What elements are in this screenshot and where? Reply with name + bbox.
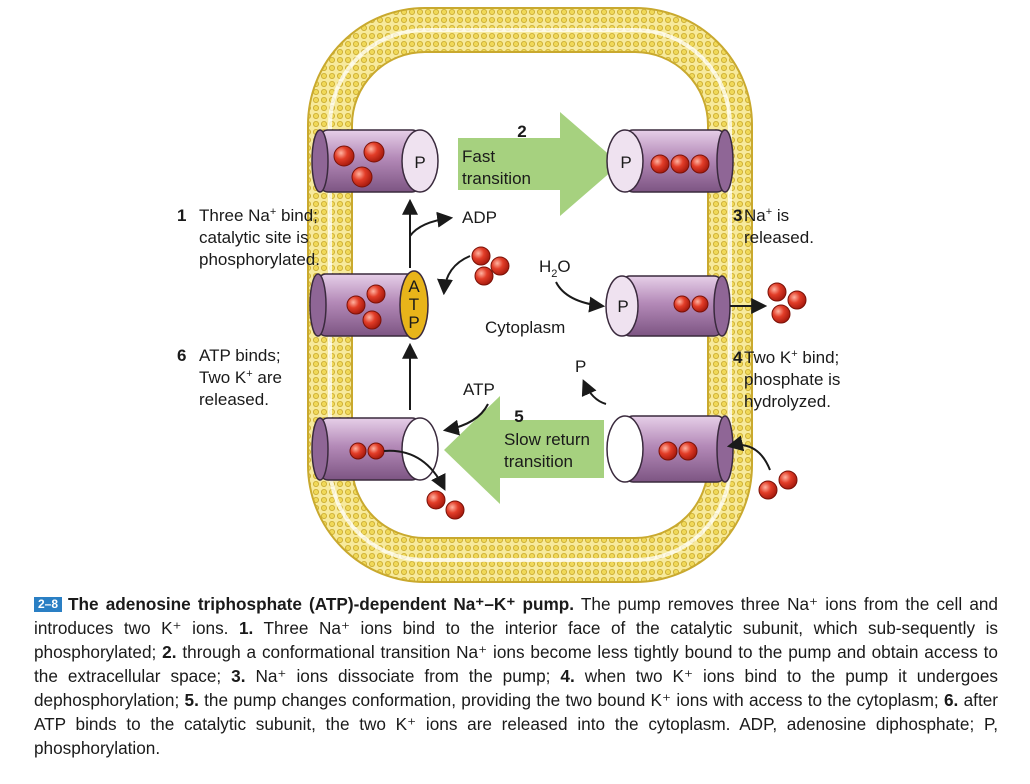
phosphate-site-label: P	[414, 153, 425, 172]
svg-text:6: 6	[177, 346, 186, 365]
pump-step5-left	[311, 417, 439, 481]
caption-step-num: 3.	[231, 666, 246, 686]
svg-text:hydrolyzed.: hydrolyzed.	[744, 392, 831, 411]
svg-text:5: 5	[514, 407, 523, 426]
slow-return-arrow	[444, 396, 604, 504]
atp-molecule	[399, 270, 429, 340]
pump-step3: P	[606, 129, 734, 193]
caption-title: The adenosine triphosphate (ATP)-depende…	[68, 594, 575, 614]
svg-text:1: 1	[177, 206, 186, 225]
svg-text:transition: transition	[462, 169, 531, 188]
svg-text:phosphate is: phosphate is	[744, 370, 840, 389]
svg-text:Slow return: Slow return	[504, 430, 590, 449]
step1-label: 1 Three Na+ bind; catalytic site is phos…	[177, 206, 320, 269]
caption-step-num: 1.	[239, 618, 254, 638]
free-ions	[426, 246, 807, 520]
caption-text: Three Na⁺ ions bind to the interior face…	[34, 618, 998, 662]
pump-step4-right	[606, 415, 734, 483]
step2-label: 2 Fast transition	[462, 122, 531, 188]
caption-text: when two K⁺ ions bind to the pump it und…	[34, 666, 998, 710]
svg-text:phosphorylated.: phosphorylated.	[199, 250, 320, 269]
caption-step-num: 4.	[560, 666, 575, 686]
adp-label: ADP	[462, 208, 497, 227]
svg-text:transition: transition	[504, 452, 573, 471]
pump-step4: P	[605, 275, 731, 337]
atp-letter-p: P	[408, 313, 419, 332]
step3-label: 3 Na+ is released.	[733, 206, 814, 247]
fast-transition-arrow	[458, 112, 620, 216]
svg-text:Two K+ are: Two K+ are	[199, 368, 282, 387]
caption-text: after ATP binds to the catalytic subunit…	[34, 690, 998, 758]
svg-text:catalytic site is: catalytic site is	[199, 228, 309, 247]
caption-text: through a conformational transition Na⁺ …	[34, 642, 998, 686]
svg-text:released.: released.	[744, 228, 814, 247]
caption-step-num: 6.	[943, 690, 959, 710]
atp-letter-t: T	[409, 295, 419, 314]
caption-text: Na⁺ ions dissociate from the pump;	[245, 666, 561, 686]
caption-step-num: 2.	[162, 642, 177, 662]
step6-label: 6 ATP binds; Two K+ are released.	[177, 346, 282, 409]
svg-text:ATP binds;: ATP binds;	[199, 346, 281, 365]
svg-text:Two K+ bind;: Two K+ bind;	[744, 348, 839, 367]
svg-text:Na+ is: Na+ is	[744, 206, 789, 225]
cytoplasm-label: Cytoplasm	[485, 318, 565, 337]
caption-step-num: 5.	[184, 690, 199, 710]
pump-step1: P	[311, 129, 439, 193]
caption-text: the pump changes conformation, providing…	[198, 690, 944, 710]
svg-text:Three Na+ bind;: Three Na+ bind;	[199, 206, 318, 225]
reaction-arrows	[383, 198, 771, 491]
phosphate-site-label: P	[617, 297, 628, 316]
figure-caption: 2–8 The adenosine triphosphate (ATP)-depe…	[34, 592, 998, 760]
svg-text:2: 2	[517, 122, 526, 141]
svg-text:released.: released.	[199, 390, 269, 409]
na-k-pump-diagram: P P A T P P	[177, 7, 840, 583]
svg-text:Fast: Fast	[462, 147, 495, 166]
figure-number-badge: 2–8	[34, 597, 63, 612]
svg-text:3: 3	[733, 206, 742, 225]
phosphate-site-label: P	[620, 153, 631, 172]
free-phosphate-label: P	[575, 357, 586, 376]
step5-label: 5 Slow return transition	[504, 407, 590, 471]
atp-label: ATP	[463, 380, 495, 399]
atp-letter-a: A	[408, 277, 420, 296]
step4-label: 4 Two K+ bind; phosphate is hydrolyzed.	[733, 348, 840, 411]
svg-text:4: 4	[733, 348, 743, 367]
caption-text: The pump removes three Na⁺ ions from the…	[34, 594, 998, 638]
pump-step6-atp: A T P	[309, 270, 429, 340]
h2o-label: H2O	[539, 257, 571, 280]
